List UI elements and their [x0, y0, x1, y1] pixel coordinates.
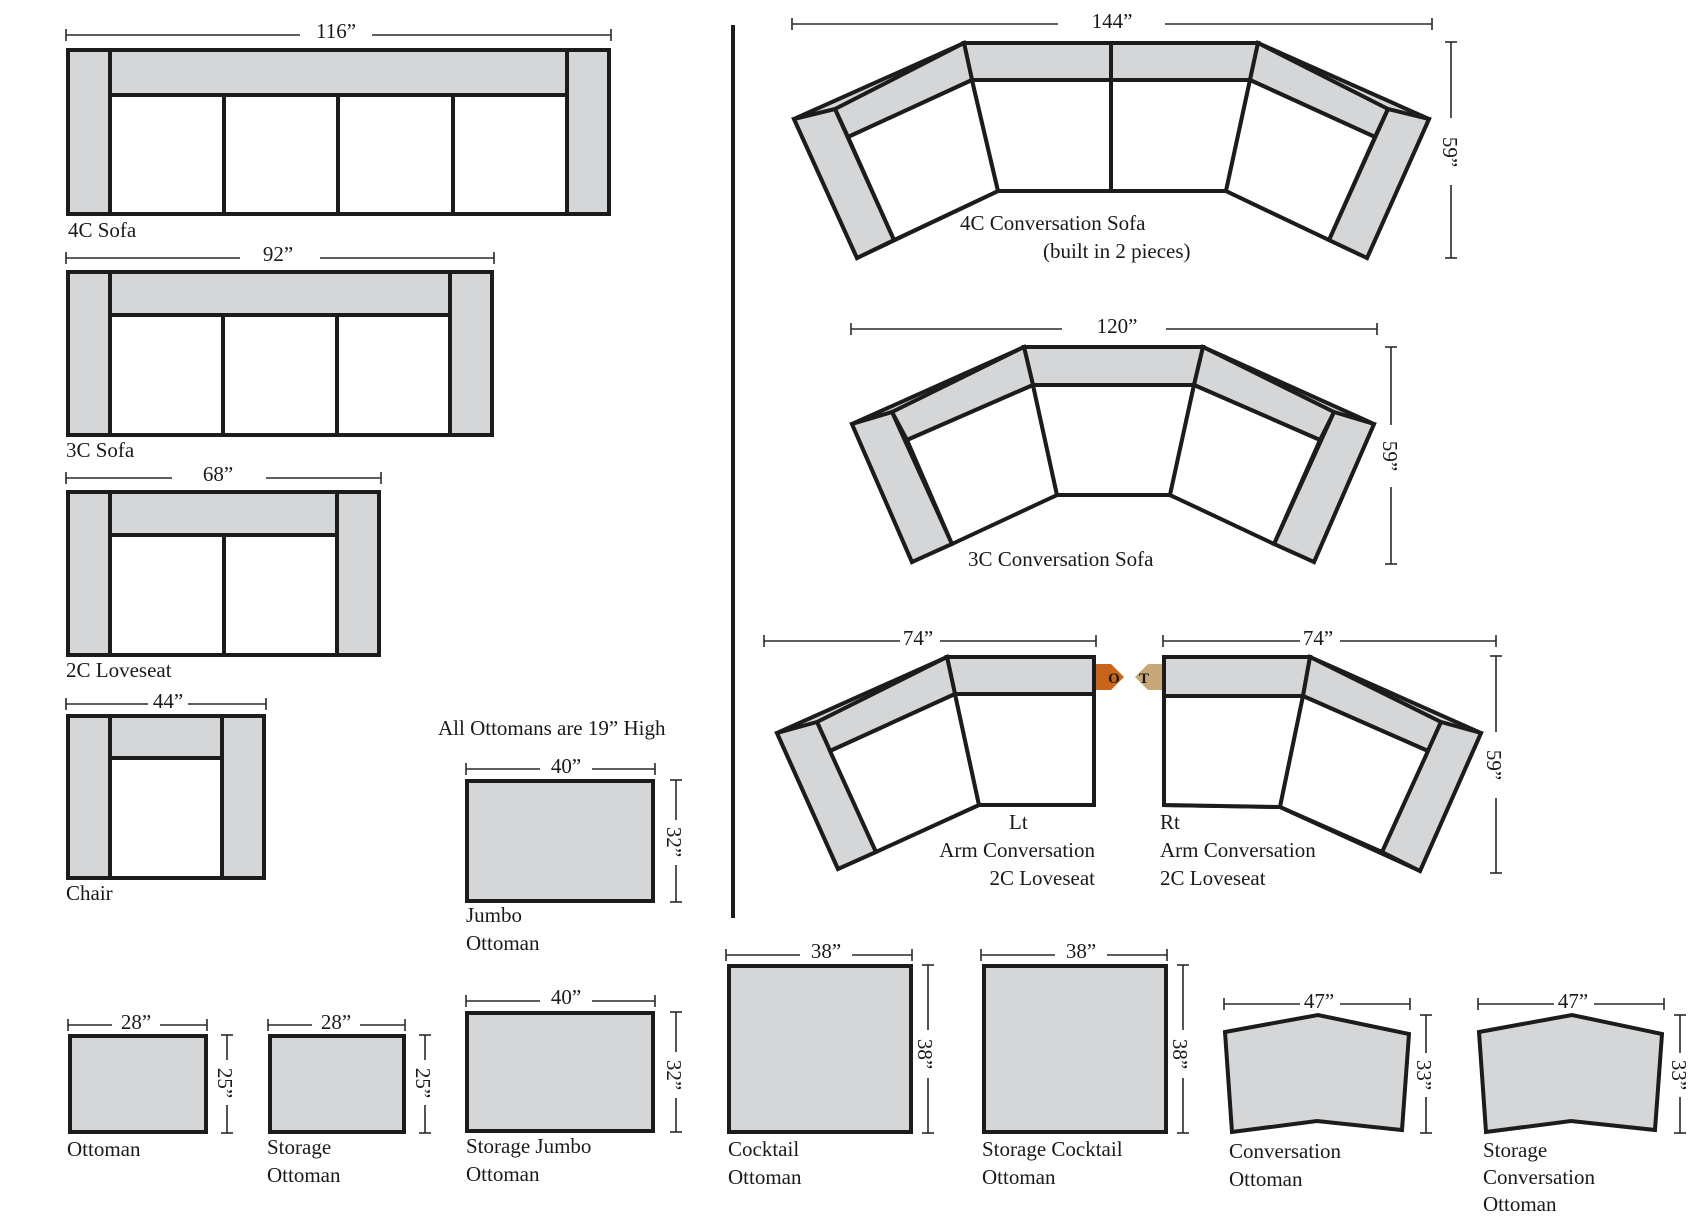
rt-loveseat-label-3: 2C Loveseat: [1160, 866, 1266, 890]
conversation-ottoman-depth: 33”: [1412, 1060, 1436, 1090]
storage-ottoman-width: 28”: [321, 1010, 351, 1034]
sofa-3c-width: 92”: [263, 242, 293, 266]
sofa-4c-width: 116”: [316, 19, 356, 43]
conversation-sofa-3c: 120” 59” 3C Conversation Sofa: [849, 314, 1402, 571]
lt-loveseat-label-3: 2C Loveseat: [989, 866, 1095, 890]
cocktail-ottoman-label-2: Ottoman: [728, 1165, 802, 1189]
loveseat-2c-label: 2C Loveseat: [66, 658, 172, 682]
jumbo-ottoman-label-2: Ottoman: [466, 931, 540, 955]
connector-letter-o: O: [1108, 671, 1120, 687]
conversation-sofa-3c-label: 3C Conversation Sofa: [968, 547, 1154, 571]
lt-loveseat-width: 74”: [903, 626, 933, 650]
storage-cocktail-ottoman-label-2: Ottoman: [982, 1165, 1056, 1189]
sofa-4c-label: 4C Sofa: [68, 218, 137, 242]
lt-loveseat-label-1: Lt: [1009, 810, 1028, 834]
conversation-ottoman-width: 47”: [1304, 989, 1334, 1013]
jumbo-ottoman-depth: 32”: [662, 827, 686, 857]
sofa-3c-label: 3C Sofa: [66, 438, 135, 462]
conversation-sofa-4c-label-2: (built in 2 pieces): [1043, 239, 1191, 263]
ottoman-width: 28”: [121, 1010, 151, 1034]
storage-cocktail-ottoman: 38” 38” Storage Cocktail Ottoman: [980, 939, 1192, 1189]
conversation-ottoman: 47” 33” Conversation Ottoman: [1222, 989, 1436, 1191]
cocktail-ottoman: 38” 38” Cocktail Ottoman: [725, 939, 937, 1189]
loveseat-2c-width: 68”: [203, 462, 233, 486]
storage-ottoman-depth: 25”: [411, 1068, 435, 1098]
conversation-sofa-4c-label-1: 4C Conversation Sofa: [960, 211, 1146, 235]
storage-jumbo-ottoman-width: 40”: [551, 985, 581, 1009]
lt-loveseat-label-2: Arm Conversation: [939, 838, 1095, 862]
storage-ottoman-label-1: Storage: [267, 1135, 331, 1159]
jumbo-ottoman: 40” 32” Jumbo Ottoman: [465, 754, 686, 955]
storage-cocktail-ottoman-label-1: Storage Cocktail: [982, 1137, 1123, 1161]
conversation-sofa-4c: 144” 59” 4C Conversation Sofa (built in …: [791, 9, 1462, 263]
rt-loveseat-width: 74”: [1303, 626, 1333, 650]
storage-conversation-ottoman-width: 47”: [1558, 989, 1588, 1013]
rt-loveseat-label-2: Arm Conversation: [1160, 838, 1316, 862]
ottoman: 28” 25” Ottoman: [67, 1010, 237, 1161]
chair-label: Chair: [66, 881, 113, 905]
conversation-ottoman-label-1: Conversation: [1229, 1139, 1341, 1163]
rt-loveseat-label-1: Rt: [1160, 810, 1180, 834]
conversation-sofa-3c-width: 120”: [1097, 314, 1138, 338]
connector-arrow-t: [1135, 664, 1163, 690]
cocktail-ottoman-label-1: Cocktail: [728, 1137, 799, 1161]
storage-jumbo-ottoman-label-2: Ottoman: [466, 1162, 540, 1186]
storage-jumbo-ottoman: 40” 32” Storage Jumbo Ottoman: [465, 985, 686, 1186]
storage-jumbo-ottoman-depth: 32”: [662, 1060, 686, 1090]
storage-ottoman-label-2: Ottoman: [267, 1163, 341, 1187]
chair: 44” Chair: [65, 689, 267, 905]
connector-arrows: O T: [1096, 664, 1163, 690]
sofa-3c: 92” 3C Sofa: [65, 242, 495, 462]
rt-arm-conversation-loveseat: 74” 59” Rt Arm Conversation 2C Loveseat: [1160, 626, 1506, 890]
conversation-sofa-3c-depth: 59”: [1378, 441, 1402, 471]
storage-conversation-ottoman: 47” 33” Storage Conversation Ottoman: [1476, 989, 1691, 1216]
conversation-sofa-4c-depth: 59”: [1438, 137, 1462, 167]
storage-conversation-ottoman-label-1: Storage: [1483, 1138, 1547, 1162]
ottoman-height-note: All Ottomans are 19” High: [438, 716, 666, 740]
storage-conversation-ottoman-label-3: Ottoman: [1483, 1192, 1557, 1216]
lt-arm-conversation-loveseat: 74” Lt Arm Conversation 2C Loveseat: [763, 626, 1097, 890]
connector-arrow-o: [1096, 664, 1124, 690]
storage-conversation-ottoman-depth: 33”: [1667, 1060, 1691, 1090]
connector-letter-t: T: [1139, 671, 1149, 687]
storage-ottoman: 28” 25” Storage Ottoman: [267, 1010, 435, 1187]
cocktail-ottoman-width: 38”: [811, 939, 841, 963]
sofa-4c: 116” 4C Sofa: [65, 19, 612, 242]
ottoman-label: Ottoman: [67, 1137, 141, 1161]
chair-width: 44”: [153, 689, 183, 713]
storage-cocktail-ottoman-depth: 38”: [1168, 1039, 1192, 1069]
jumbo-ottoman-label-1: Jumbo: [466, 903, 522, 927]
storage-jumbo-ottoman-label-1: Storage Jumbo: [466, 1134, 591, 1158]
conversation-sofa-4c-width: 144”: [1092, 9, 1133, 33]
storage-cocktail-ottoman-width: 38”: [1066, 939, 1096, 963]
ottoman-depth: 25”: [213, 1068, 237, 1098]
cocktail-ottoman-depth: 38”: [913, 1039, 937, 1069]
conversation-ottoman-label-2: Ottoman: [1229, 1167, 1303, 1191]
jumbo-ottoman-width: 40”: [551, 754, 581, 778]
storage-conversation-ottoman-label-2: Conversation: [1483, 1165, 1595, 1189]
rt-loveseat-depth: 59”: [1482, 750, 1506, 780]
loveseat-2c: 68” 2C Loveseat: [65, 462, 382, 682]
